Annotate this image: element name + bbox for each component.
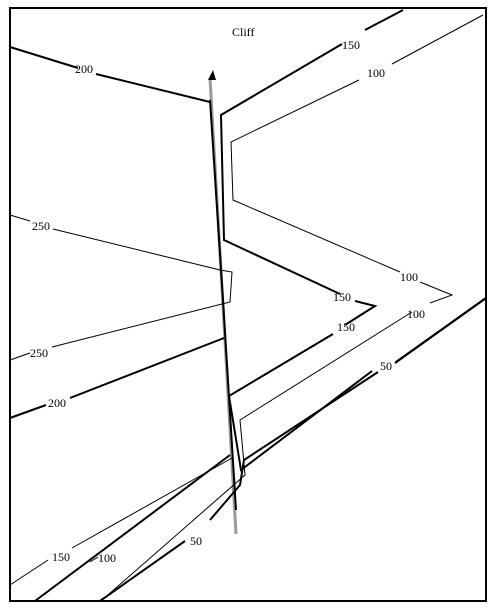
contour-200-left — [9, 337, 225, 419]
label-250-mid: 250 — [32, 219, 50, 233]
label-150-bottom: 150 — [52, 550, 70, 564]
label-150-low: 150 — [337, 320, 355, 334]
label-100-mid: 100 — [407, 307, 425, 321]
label-250-left: 250 — [30, 346, 48, 360]
label-200-top: 200 — [75, 62, 93, 76]
label-50-bottom: 50 — [190, 534, 202, 548]
contour-250 — [9, 214, 233, 361]
label-50-right: 50 — [380, 359, 392, 373]
contour-50 — [99, 297, 487, 602]
contour-100-bottom-stub — [89, 556, 99, 563]
cliff-segment-upper — [209, 99, 224, 301]
contour-200-top — [9, 46, 211, 103]
label-150-top: 150 — [342, 38, 360, 52]
label-200-left: 200 — [48, 396, 66, 410]
label-150-mid: 150 — [333, 290, 351, 304]
label-100-bottom: 100 — [98, 551, 116, 565]
label-100-top: 100 — [367, 66, 385, 80]
cliff-label: Cliff — [232, 25, 254, 39]
frame-border — [9, 7, 487, 602]
contour-150-bottom-thin — [9, 457, 233, 586]
contour-100-upper — [100, 14, 484, 602]
contour-150-upper — [219, 9, 487, 472]
contour-150-bottom — [34, 454, 231, 602]
label-100-right: 100 — [400, 270, 418, 284]
cliff-arrowhead-icon — [208, 70, 216, 80]
